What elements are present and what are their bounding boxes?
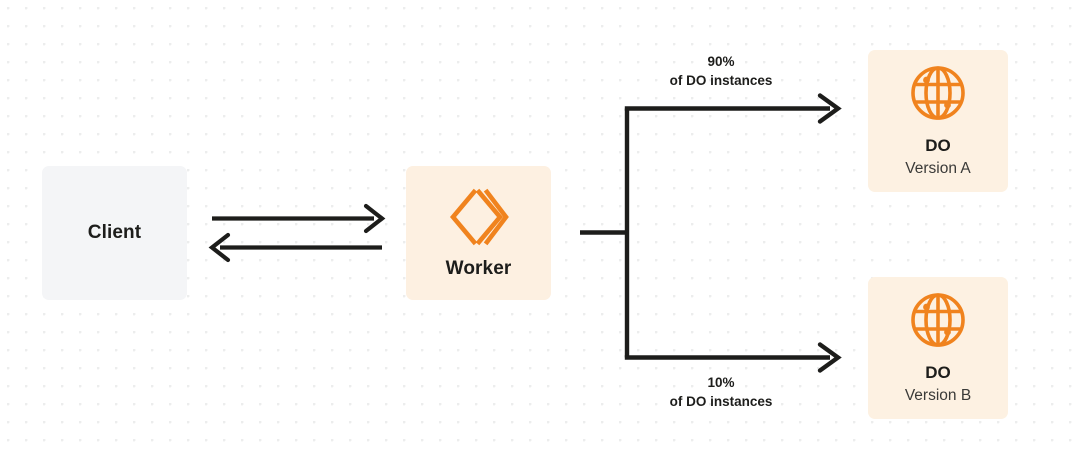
globe-icon [909, 291, 967, 349]
edge-label-do-a-caption: of DO instances [669, 73, 773, 89]
node-do-a-sublabel: Version A [905, 159, 971, 177]
arrowhead-to-do-a [817, 93, 842, 124]
node-client[interactable]: Client [42, 166, 187, 300]
cloudflare-workers-icon [448, 186, 510, 248]
node-client-label: Client [87, 222, 142, 244]
node-do-a[interactable]: DO Version A [868, 50, 1008, 192]
node-do-a-label: DO [925, 136, 951, 156]
node-worker[interactable]: Worker [406, 166, 551, 300]
arrow-client-to-worker [212, 203, 386, 234]
edge-label-do-b-caption: of DO instances [669, 394, 773, 410]
branch-connector [580, 93, 842, 373]
node-do-b-sublabel: Version B [904, 386, 972, 404]
edge-label-do-b: 10% of DO instances [621, 373, 821, 411]
edge-label-do-a: 90% of DO instances [621, 52, 821, 90]
edge-label-do-a-percent: 90% [707, 54, 735, 69]
node-do-b-label: DO [925, 363, 951, 383]
edge-label-do-b-percent: 10% [707, 375, 735, 390]
globe-icon [909, 64, 967, 122]
node-do-b[interactable]: DO Version B [868, 277, 1008, 419]
arrowhead-to-do-b [817, 342, 842, 373]
arrow-worker-to-client [208, 232, 382, 263]
node-worker-label: Worker [445, 258, 512, 280]
